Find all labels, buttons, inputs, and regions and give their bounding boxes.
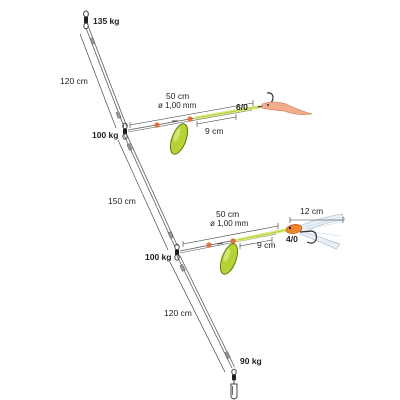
dimension-line-lower xyxy=(169,261,226,373)
upper-branch-section-label: 9 cm xyxy=(205,126,223,136)
lower-branch xyxy=(179,213,346,275)
bead-icon xyxy=(154,122,160,128)
bottom-snap-strength-label: 90 kg xyxy=(240,356,262,366)
snap-icon xyxy=(230,368,238,400)
spinner-blade-icon xyxy=(219,243,239,275)
crimp-sleeve xyxy=(167,231,174,239)
dimension-line-9cm xyxy=(239,239,273,247)
main-line-middle xyxy=(123,134,176,248)
upper-junction-strength-label: 100 kg xyxy=(92,130,118,140)
dimension-line-50cm xyxy=(129,102,254,126)
upper-branch-dimensions xyxy=(129,100,254,128)
bead-icon xyxy=(206,242,212,248)
lower-branch-diameter-label: ø 1,00 mm xyxy=(210,219,249,228)
main-line-middle-strand xyxy=(126,133,178,247)
lower-main-length-label: 120 cm xyxy=(164,308,192,318)
upper-lure-icon xyxy=(261,101,313,115)
dimension-line-50cm xyxy=(182,225,279,245)
lower-branch-dimensions xyxy=(182,217,344,249)
crimp-sleeves xyxy=(89,37,231,359)
main-line-lower xyxy=(176,255,233,369)
swivel-icon xyxy=(83,10,89,30)
dimension-line-middle xyxy=(117,139,169,251)
middle-main-length-label: 150 cm xyxy=(108,196,136,206)
dimension-line-upper xyxy=(79,33,117,129)
lower-hook-size-label: 4/0 xyxy=(286,234,298,244)
lure-eye-icon xyxy=(267,104,269,106)
main-line-lower-strand xyxy=(179,254,235,368)
dimension-line-9cm xyxy=(196,116,237,125)
upper-branch-tube-edge xyxy=(195,106,259,119)
upper-branch-diameter-label: ø 1,00 mm xyxy=(158,101,197,110)
upper-hook-size-label: 6/0 xyxy=(236,102,248,112)
upper-branch xyxy=(127,92,313,155)
crimp-sleeve xyxy=(224,351,231,359)
bead-icon xyxy=(230,238,236,244)
swivel-icon xyxy=(122,122,128,140)
upper-branch-length-label: 50 cm xyxy=(166,91,189,101)
crimp-sleeve xyxy=(126,143,133,151)
bead-icon xyxy=(187,116,193,122)
crimp-sleeve xyxy=(179,264,186,272)
main-line-dimensions xyxy=(79,33,226,373)
lower-junction-strength-label: 100 kg xyxy=(145,252,171,262)
hook-icon xyxy=(299,230,318,244)
lure-head-icon xyxy=(285,224,303,234)
lower-branch-tube-edge xyxy=(237,229,287,241)
skirt-length-label: 12 cm xyxy=(300,206,323,216)
lower-branch-length-label: 50 cm xyxy=(216,209,239,219)
crimp-sleeve xyxy=(89,37,96,45)
upper-main-length-label: 120 cm xyxy=(60,76,88,86)
crimp-sleeve xyxy=(115,111,122,119)
lure-eye-icon xyxy=(288,226,292,230)
lower-branch-section-label: 9 cm xyxy=(257,240,275,250)
top-swivel-strength-label: 135 kg xyxy=(93,16,119,26)
clevis-icon xyxy=(216,242,224,245)
lower-branch-line-strand xyxy=(179,233,277,254)
swivel-icon xyxy=(174,243,180,261)
spinner-blade-icon xyxy=(169,123,189,155)
